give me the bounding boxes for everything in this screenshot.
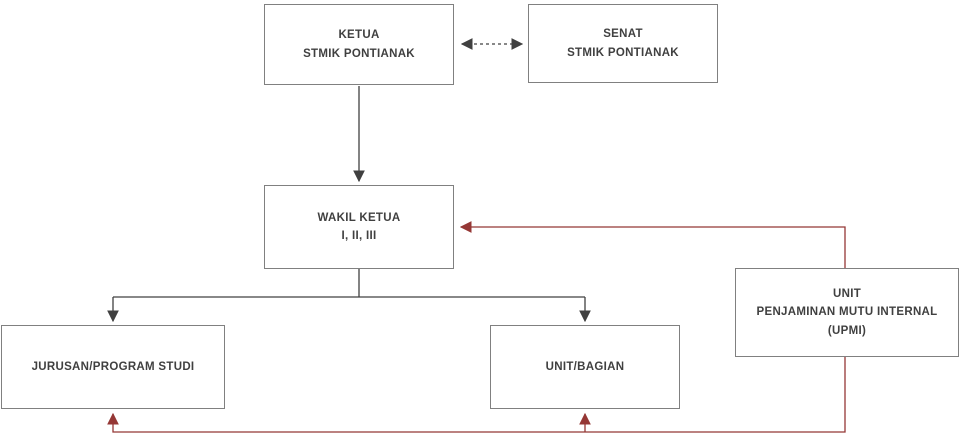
node-jurusan-line1: JURUSAN/PROGRAM STUDI	[31, 360, 195, 373]
node-ketua-line2: STMIK PONTIANAK	[303, 47, 415, 60]
node-wakil-ketua: WAKIL KETUA I, II, III	[264, 185, 454, 269]
node-unit-line1: UNIT/BAGIAN	[545, 360, 625, 373]
node-wakil-line2: I, II, III	[341, 230, 377, 242]
node-unit-bagian: UNIT/BAGIAN	[490, 325, 680, 409]
node-senat-line2: STMIK PONTIANAK	[567, 46, 679, 59]
node-jurusan-program-studi: JURUSAN/PROGRAM STUDI	[1, 325, 225, 409]
node-upmi: UNIT PENJAMINAN MUTU INTERNAL (UPMI)	[735, 268, 959, 357]
node-upmi-line1: UNIT	[832, 287, 862, 300]
node-senat-line1: SENAT	[603, 28, 643, 41]
node-upmi-line2: PENJAMINAN MUTU INTERNAL	[756, 306, 938, 319]
edge-upmi-wakil	[459, 221, 846, 268]
node-senat: SENAT STMIK PONTIANAK	[528, 4, 718, 83]
node-ketua-line1: KETUA	[338, 29, 380, 42]
node-wakil-line1: WAKIL KETUA	[317, 211, 401, 224]
node-upmi-line3: (UPMI)	[827, 324, 867, 337]
node-ketua: KETUA STMIK PONTIANAK	[264, 4, 454, 85]
